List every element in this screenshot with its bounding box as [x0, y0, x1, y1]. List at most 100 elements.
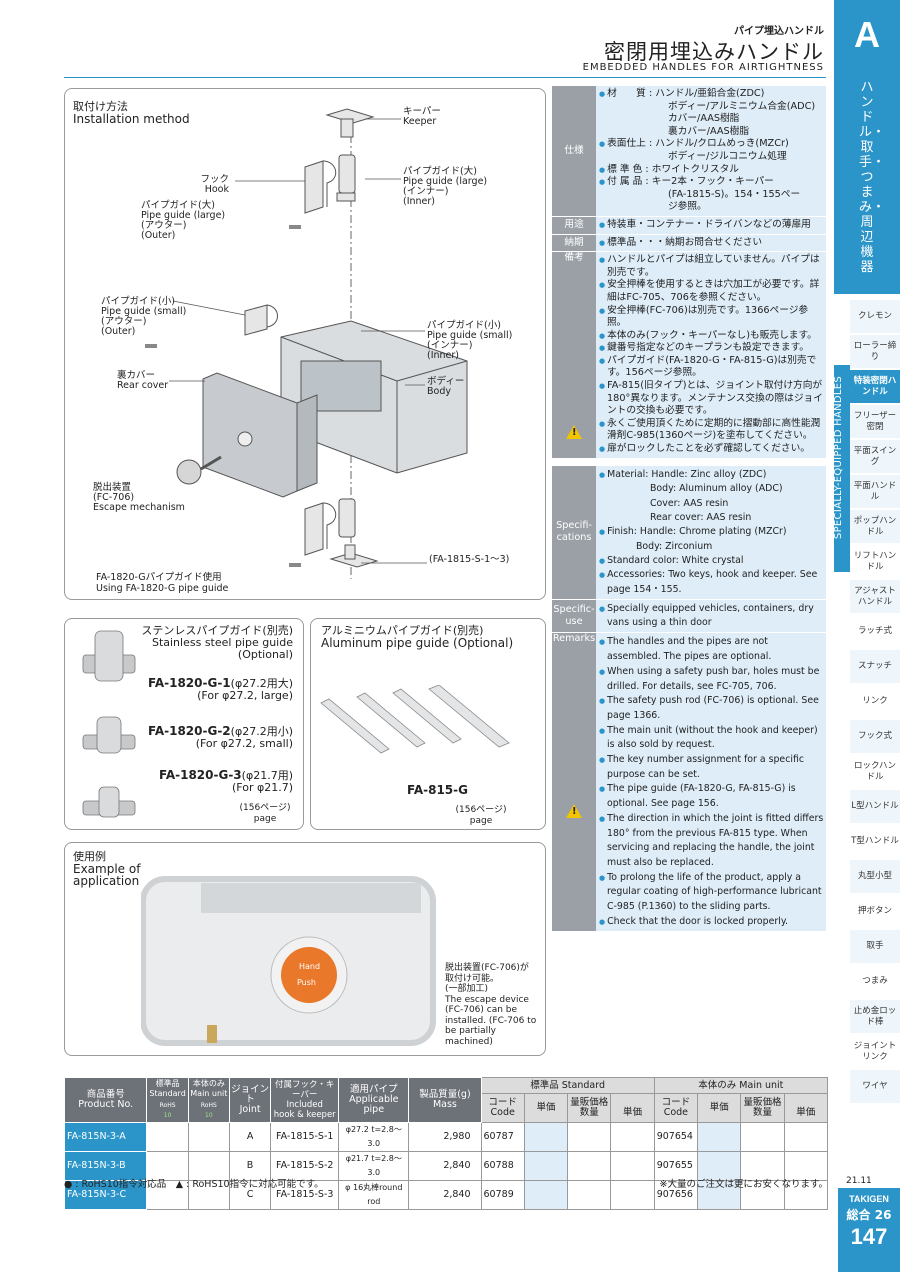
side-tab[interactable]: L型ハンドル: [850, 790, 900, 825]
side-category-band: [834, 64, 900, 294]
stainless-guide-panel: ステンレスパイプガイド(別売) Stainless steel pipe gui…: [64, 618, 304, 830]
example-title-jp: 使用例: [73, 850, 106, 863]
side-tab[interactable]: 丸型小型: [850, 860, 900, 895]
side-tab[interactable]: ラッチ式: [850, 615, 900, 650]
stainless-item-3: FA-1820-G-3(φ21.7用) (For φ21.7): [159, 768, 293, 794]
remarks-label: 備考: [552, 251, 596, 459]
side-tab[interactable]: 平面ハンドル: [850, 475, 900, 510]
side-tab[interactable]: 押ボタン: [850, 895, 900, 930]
side-tab[interactable]: スナッチ: [850, 650, 900, 685]
label-keeper-model: (FA-1815-S-1〜3): [429, 554, 510, 565]
side-tab[interactable]: ローラー締り: [850, 335, 900, 370]
table-footnote-bulk: ※大量のご注文は更にお安くなります。: [659, 1179, 828, 1190]
section-letter: A: [834, 0, 900, 64]
installation-drawing: [145, 108, 468, 579]
stainless-page-ref: (156ページ)page: [239, 803, 291, 824]
side-tab[interactable]: ジョイントリンク: [850, 1035, 900, 1070]
side-tab[interactable]: 止め金ロッド棒: [850, 1000, 900, 1035]
use-jp: 特装車・コンテナー・ドライバンなどの薄扉用: [598, 219, 824, 232]
side-tab-active[interactable]: 特装密閉ハンドル: [850, 370, 900, 405]
side-tab[interactable]: クレモン: [850, 300, 900, 335]
label-pipe-guide-large-inner: パイプガイド(大)Pipe guide (large)(インナー)(Inner): [403, 166, 488, 207]
header-rule: [64, 77, 826, 78]
page-title: 密閉用埋込みハンドル: [604, 40, 824, 64]
remarks-en: The handles and the pipes are not assemb…: [596, 632, 826, 933]
delivery-label: 納期: [552, 234, 596, 253]
side-tab[interactable]: フック式: [850, 720, 900, 755]
stainless-title: ステンレスパイプガイド(別売) Stainless steel pipe gui…: [141, 624, 293, 661]
remarks-label-en: Remarks: [552, 632, 596, 933]
side-category-jp: ハンドル・取手・つまみ・周辺機器: [859, 80, 886, 275]
page-subtitle: EMBEDDED HANDLES FOR AIRTIGHTNESS: [582, 62, 824, 73]
side-tab[interactable]: フリーザー密閉: [850, 405, 900, 440]
stainless-guide-images: [82, 630, 136, 818]
spec-label: 仕様: [552, 86, 596, 217]
page-number-box: TAKIGEN 総合 26 147: [838, 1188, 900, 1272]
stainless-item-1: FA-1820-G-1(φ27.2用大) (For φ27.2, large): [148, 676, 293, 702]
side-category-en: SPECIALLY-EQUIPPED HANDLES: [833, 375, 844, 540]
side-tab[interactable]: ワイヤ: [850, 1070, 900, 1105]
brand-name: TAKIGEN: [849, 1194, 889, 1204]
side-tab[interactable]: つまみ: [850, 965, 900, 1000]
delivery-jp: 標準品・・・納期お問合せください: [598, 237, 824, 250]
side-tab[interactable]: ロックハンドル: [850, 755, 900, 790]
aluminum-title-jp: アルミニウムパイプガイド(別売): [321, 624, 484, 637]
side-tab[interactable]: 平面スイング: [850, 440, 900, 475]
th-group-standard: 標準品 Standard: [480, 1076, 655, 1095]
use-label: 用途: [552, 216, 596, 235]
svg-text:Push: Push: [297, 978, 316, 987]
revision-date: 21.11: [846, 1176, 872, 1186]
use-en: Specially equipped vehicles, containers,…: [598, 602, 824, 631]
side-tab[interactable]: リフトハンドル: [850, 545, 900, 580]
label-escape-mechanism: 脱出装置(FC-706)Escape mechanism: [93, 482, 185, 513]
aluminum-model: FA-815-G: [407, 783, 468, 797]
side-tab[interactable]: ポップハンドル: [850, 510, 900, 545]
spec-jp-value: 材 質 : ハンドル/亜鉛合金(ZDC) ボディー/アルミニウム合金(ADC) …: [596, 86, 826, 217]
label-pipe-guide-large-outer: パイプガイド(大)Pipe guide (large)(アウター)(Outer): [141, 200, 226, 241]
label-pipe-guide-small-outer: パイプガイド(小)Pipe guide (small)(アウター)(Outer): [101, 296, 187, 337]
page-number: 147: [850, 1224, 888, 1249]
aluminum-guide-image: [320, 685, 510, 754]
side-tab[interactable]: リンク: [850, 685, 900, 720]
stainless-item-2: FA-1820-G-2(φ27.2用小) (For φ27.2, small): [148, 724, 293, 750]
use-label-en: Specific-use: [552, 599, 596, 634]
remarks-jp: ハンドルとパイプは組立していません。パイプは別売です。 安全押棒を使用するときは…: [596, 251, 826, 459]
catalog-number: 総合 26: [846, 1208, 892, 1222]
spec-table: 仕様 材 質 : ハンドル/亜鉛合金(ZDC) ボディー/アルミニウム合金(AD…: [552, 86, 826, 933]
aluminum-page-ref: (156ページ)page: [455, 805, 507, 826]
example-title-en-1: Example of: [73, 862, 141, 876]
label-pipe-guide-small-inner: パイプガイド(小)Pipe guide (small)(インナー)(Inner): [427, 320, 513, 361]
svg-text:Hand: Hand: [299, 962, 320, 971]
install-title-en: Installation method: [73, 112, 190, 126]
warning-icon: [566, 803, 582, 819]
side-tab[interactable]: 取手: [850, 930, 900, 965]
side-category-strip: [834, 365, 850, 572]
example-panel: 使用例 Example of application Hand Push 脱出装…: [64, 842, 546, 1056]
aluminum-guide-panel: アルミニウムパイプガイド(別売) Aluminum pipe guide (Op…: [310, 618, 546, 830]
side-tab[interactable]: アジャストハンドル: [850, 580, 900, 615]
table-footnote-rohs: ● : RoHS10指令対応品 ▲ : RoHS10指令に対応可能です。: [64, 1179, 324, 1190]
category-label: パイプ埋込ハンドル: [734, 26, 824, 37]
aluminum-title-en: Aluminum pipe guide (Optional): [321, 636, 514, 650]
install-title-jp: 取付け方法: [73, 100, 128, 113]
th-group-main: 本体のみ Main unit: [653, 1076, 829, 1095]
example-title-en-2: application: [73, 874, 140, 888]
example-image: Hand Push: [141, 876, 436, 1046]
spec-en-value: Material: Handle: Zinc alloy (ZDC) Body:…: [596, 466, 826, 600]
spec-label-en: Specifi-cations: [552, 466, 596, 600]
side-tab[interactable]: T型ハンドル: [850, 825, 900, 860]
